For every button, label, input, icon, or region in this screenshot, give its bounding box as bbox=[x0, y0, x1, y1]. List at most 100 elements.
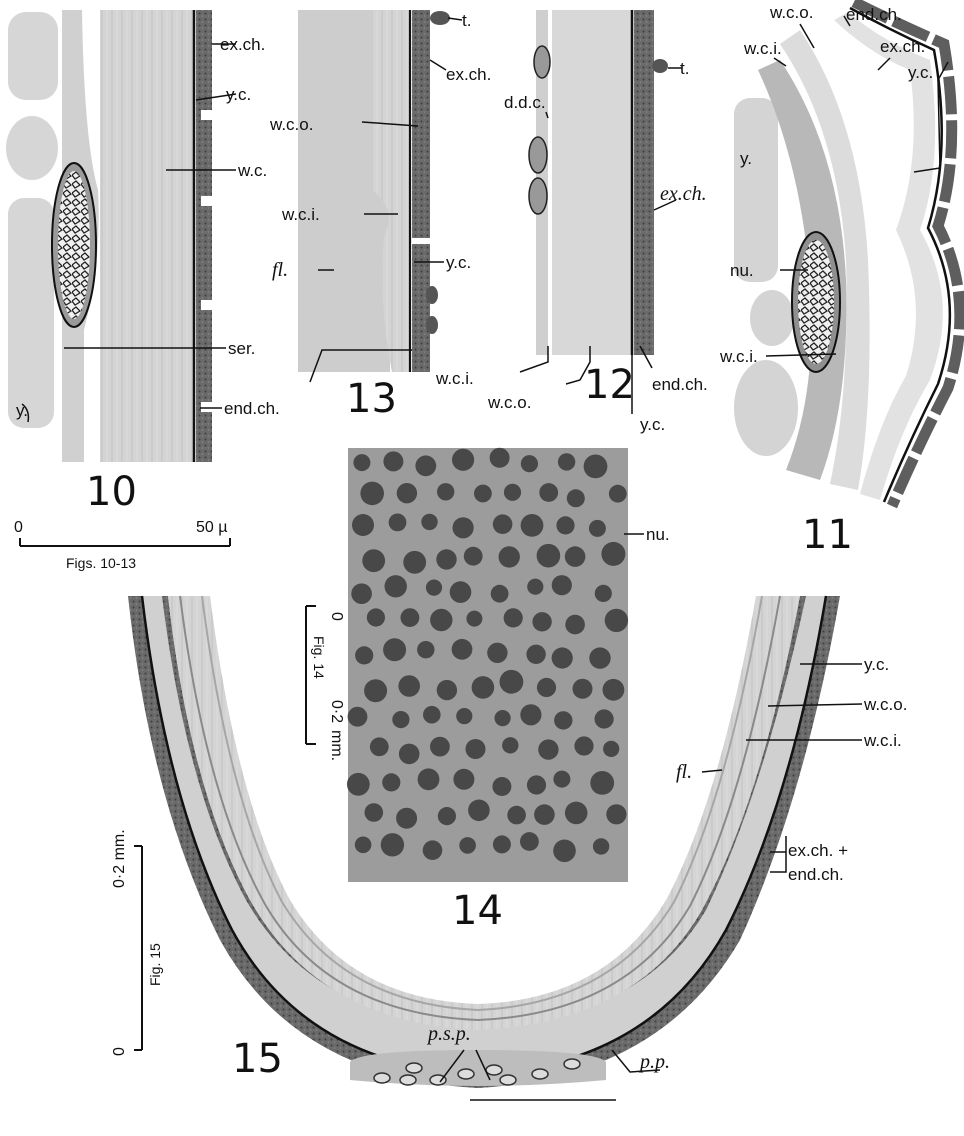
scale-unit: mm. bbox=[328, 730, 345, 761]
cell-nucleus bbox=[595, 709, 614, 728]
exochorion bbox=[412, 10, 430, 238]
cell-nucleus bbox=[552, 575, 572, 595]
label-nu: nu. bbox=[730, 261, 754, 280]
label-ex-ch: ex.ch. bbox=[446, 65, 491, 84]
cell-nucleus bbox=[381, 833, 404, 856]
cell-nucleus bbox=[553, 771, 570, 788]
cell-nucleus bbox=[389, 514, 407, 532]
cell-nucleus bbox=[491, 585, 509, 603]
cell-nucleus bbox=[347, 773, 370, 796]
cell-nucleus bbox=[507, 806, 526, 825]
cell-nucleus bbox=[499, 546, 520, 567]
cell-nucleus bbox=[490, 448, 510, 468]
cell-nucleus bbox=[527, 579, 543, 595]
cell-nucleus bbox=[574, 736, 593, 755]
label-d-d-c: d.d.c. bbox=[504, 93, 546, 112]
label-y: y. bbox=[740, 149, 752, 168]
tubercle bbox=[430, 11, 450, 25]
chorion-gap bbox=[201, 110, 213, 120]
chorion-gap bbox=[201, 196, 213, 206]
cell-nucleus bbox=[468, 800, 490, 822]
cell-nucleus bbox=[502, 737, 518, 753]
label-w-c-i: w.c.i. bbox=[743, 39, 782, 58]
label-ex-ch-end-ch-1: ex.ch. + bbox=[788, 841, 848, 860]
cell-nucleus bbox=[534, 804, 555, 825]
chorion-gap bbox=[201, 402, 213, 412]
figure-number-13: 13 bbox=[346, 376, 397, 422]
cell-nucleus bbox=[538, 739, 558, 759]
cell-nucleus bbox=[605, 609, 628, 632]
nucleus-chromatin bbox=[58, 171, 90, 319]
cell-nucleus bbox=[573, 679, 593, 699]
label-y-c: y.c. bbox=[864, 655, 889, 674]
cell-nucleus bbox=[383, 451, 403, 471]
cell-nucleus bbox=[430, 609, 452, 631]
cell-nucleus bbox=[426, 580, 442, 596]
cell-nucleus bbox=[553, 840, 576, 863]
cell-nucleus bbox=[521, 514, 544, 537]
cell-nucleus bbox=[504, 484, 521, 501]
cell-nucleus bbox=[385, 575, 407, 597]
cell-nucleus bbox=[355, 646, 373, 664]
label-t: t. bbox=[680, 59, 689, 78]
cell-nucleus bbox=[397, 483, 417, 503]
cell-nucleus bbox=[355, 837, 372, 854]
scale-caption: Fig. 14 bbox=[311, 636, 327, 679]
cell-nucleus bbox=[601, 542, 625, 566]
label-t: t. bbox=[462, 11, 471, 30]
chorion-layer bbox=[196, 10, 212, 462]
cell-nucleus bbox=[403, 551, 426, 574]
cell-nucleus bbox=[609, 485, 627, 503]
cell-nucleus bbox=[558, 453, 575, 470]
figure-11: w.c.o. end.ch. w.c.i. ex.ch. y.c. y. nu.… bbox=[719, 2, 960, 558]
scale-bar-figs-10-13: 0 50 µ Figs. 10-13 bbox=[14, 519, 230, 571]
cell-nucleus bbox=[493, 835, 511, 853]
cell-nucleus bbox=[526, 645, 545, 664]
cell-nucleus bbox=[396, 808, 417, 829]
scale-zero: 0 bbox=[111, 1047, 128, 1056]
cell-nucleus bbox=[430, 737, 450, 757]
cell-nucleus bbox=[537, 678, 556, 697]
scale-zero: 0 bbox=[328, 612, 345, 621]
tubercle bbox=[426, 316, 438, 334]
cell-nucleus bbox=[556, 516, 574, 534]
cell-nucleus bbox=[493, 514, 513, 534]
figure-number-14: 14 bbox=[452, 888, 503, 934]
cell-nucleus bbox=[466, 739, 486, 759]
yolk-globule bbox=[734, 360, 798, 456]
yolk-globule bbox=[8, 198, 54, 428]
cell-nucleus bbox=[603, 679, 625, 701]
cell-nucleus bbox=[438, 807, 456, 825]
cell-nucleus bbox=[487, 643, 507, 663]
cell-nucleus bbox=[370, 737, 389, 756]
label-ex-ch: ex.ch. bbox=[880, 37, 925, 56]
scale-caption: Fig. 15 bbox=[147, 943, 163, 986]
endochorion bbox=[412, 244, 430, 372]
cell-nucleus bbox=[437, 483, 454, 500]
nucleus bbox=[529, 178, 547, 214]
label-ex-ch-end-ch-2: end.ch. bbox=[788, 865, 844, 884]
scale-value: 0·2 mm. bbox=[111, 829, 128, 888]
label-p-s-p: p.s.p. bbox=[426, 1023, 471, 1045]
yolk-globule bbox=[750, 290, 794, 346]
label-w-c-o: w.c.o. bbox=[769, 3, 813, 22]
cell-nucleus bbox=[593, 838, 609, 854]
cell-nucleus bbox=[415, 455, 436, 476]
nucleus bbox=[534, 46, 550, 78]
scale-value: 50 µ bbox=[196, 519, 227, 536]
figure-number-15: 15 bbox=[232, 1036, 283, 1082]
cell-nucleus bbox=[364, 679, 387, 702]
label-p-p: p.p. bbox=[638, 1051, 670, 1073]
label-y: y. bbox=[16, 401, 28, 420]
cell-nucleus bbox=[527, 775, 546, 794]
figure-13: t. ex.ch. w.c.o. w.c.i. fl. y.c. 13 bbox=[269, 10, 491, 422]
cell-nucleus bbox=[382, 773, 400, 791]
label-ex-ch: ex.ch. bbox=[660, 183, 707, 205]
cell-nucleus bbox=[492, 777, 511, 796]
cell-nucleus bbox=[584, 455, 608, 479]
cell-nucleus bbox=[362, 549, 385, 572]
tubercle bbox=[426, 286, 438, 304]
label-ser: ser. bbox=[228, 339, 255, 358]
cell-nucleus bbox=[472, 676, 495, 699]
cell-nucleus bbox=[348, 707, 368, 727]
